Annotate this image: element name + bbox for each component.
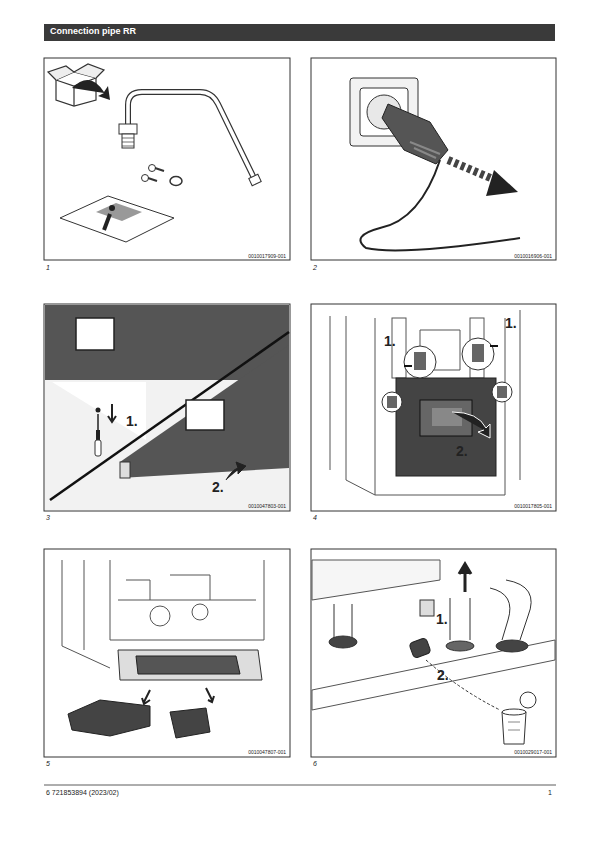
panel-number: 4 bbox=[313, 514, 317, 521]
panel-number: 6 bbox=[313, 760, 317, 767]
image-code: 0010016906-001 bbox=[514, 254, 552, 259]
image-code: 0010047803-001 bbox=[248, 504, 286, 509]
step-number: 2. bbox=[212, 480, 224, 494]
page-number: 1 bbox=[548, 789, 552, 796]
step-number: 1. bbox=[436, 612, 448, 626]
step-number: 1. bbox=[126, 414, 138, 428]
image-code: 0010017909-001 bbox=[248, 254, 286, 259]
step-number: 1. bbox=[505, 316, 517, 330]
step-number: 2. bbox=[456, 444, 468, 458]
panel-number: 1 bbox=[46, 264, 50, 271]
panel-number: 5 bbox=[46, 760, 50, 767]
image-code: 0010017805-001 bbox=[514, 504, 552, 509]
step-number: 2. bbox=[437, 668, 449, 682]
image-code: 0010047807-001 bbox=[248, 750, 286, 755]
document-number: 6 721853894 (2023/02) bbox=[46, 789, 119, 796]
page-title: Connection pipe RR bbox=[50, 27, 136, 36]
step-number: 1. bbox=[384, 334, 396, 348]
panel-number: 3 bbox=[46, 514, 50, 521]
image-code: 0010029017-001 bbox=[514, 750, 552, 755]
panel-number: 2 bbox=[313, 264, 317, 271]
